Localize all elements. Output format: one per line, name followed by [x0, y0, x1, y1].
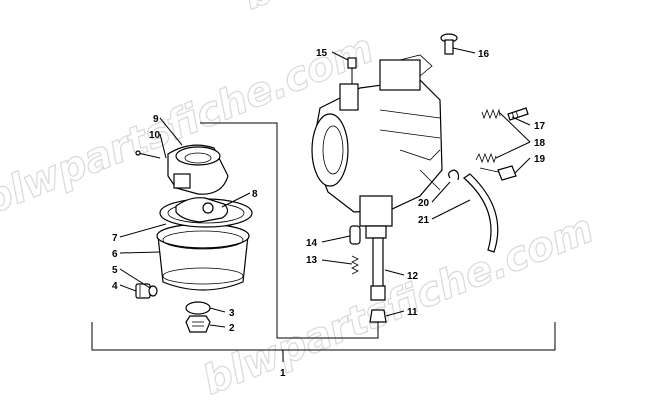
watermark-bottom: blwpartsfiche.com	[197, 206, 600, 405]
throttle-stop-screw	[479, 165, 517, 181]
callout-4: 4	[112, 281, 118, 292]
callout-5: 5	[112, 265, 118, 276]
callout-14: 14	[306, 238, 318, 249]
idle-adjust-screw	[507, 107, 529, 121]
callout-12: 12	[407, 271, 419, 282]
float-pin	[135, 150, 161, 159]
callout-17: 17	[534, 121, 546, 132]
vent-hose	[463, 173, 499, 253]
callout-10: 10	[149, 130, 161, 141]
main-jet	[369, 309, 387, 323]
assembly-bracket	[91, 122, 556, 362]
callout-15: 15	[316, 48, 328, 59]
float-block	[167, 144, 229, 195]
pilot-screw	[347, 57, 357, 84]
main-jet-needle	[349, 225, 361, 245]
callout-1: 1	[280, 368, 286, 379]
adjuster-spring-upper	[481, 108, 501, 120]
callout-7: 7	[112, 233, 118, 244]
adjuster-spring-lower	[475, 152, 497, 164]
callout-16: 16	[478, 49, 490, 60]
drain-bolt	[185, 315, 211, 333]
callout-6: 6	[112, 249, 118, 260]
carburetor-body	[311, 54, 443, 239]
callout-13: 13	[306, 255, 318, 266]
callout-2: 2	[229, 323, 235, 334]
float-bowl	[156, 223, 250, 291]
screw-o-ring	[148, 285, 158, 297]
callout-21: 21	[418, 215, 430, 226]
callout-11: 11	[407, 307, 418, 318]
callout-18: 18	[534, 138, 546, 149]
callout-3: 3	[229, 308, 235, 319]
float	[175, 197, 229, 223]
leader-lines	[119, 47, 531, 328]
callout-8: 8	[252, 189, 258, 200]
callout-9: 9	[153, 114, 159, 125]
drain-gasket	[185, 301, 211, 315]
callout-20: 20	[418, 198, 430, 209]
needle-spring	[351, 255, 359, 275]
hose-clip	[448, 169, 460, 181]
callout-19: 19	[534, 154, 546, 165]
top-screw	[440, 33, 458, 55]
watermark-top: blwpartsfiche.com	[237, 0, 640, 19]
emulsion-tube	[370, 237, 386, 301]
